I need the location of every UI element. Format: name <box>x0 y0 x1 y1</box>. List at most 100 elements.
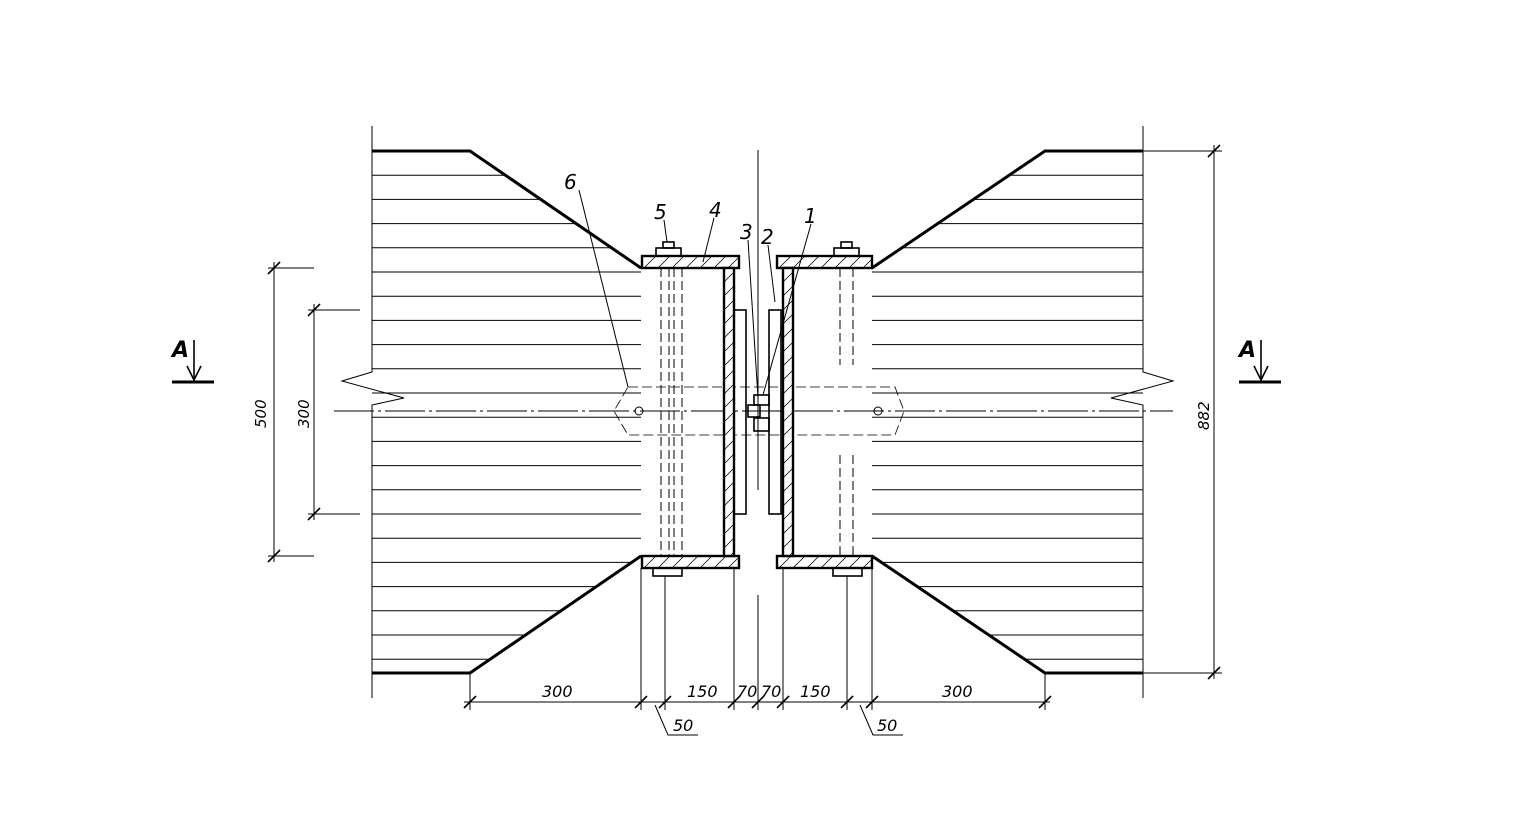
callout-5-label: 5 <box>654 200 667 224</box>
plate-hatch-line <box>723 509 735 521</box>
dim-label-right-offset: 50 <box>877 716 897 735</box>
plate-hole-left <box>634 406 644 416</box>
plate-hatch-line <box>862 558 873 569</box>
callout-5: 5 <box>654 200 668 243</box>
plate-hatch-line <box>782 523 794 535</box>
plate-hatch-line <box>671 555 685 569</box>
plate-hatching <box>643 255 873 569</box>
left-bearing-pad <box>733 309 747 515</box>
dimension-ticks <box>463 695 1052 709</box>
left-timber-layers <box>372 151 641 660</box>
hinge-pin-assembly <box>747 394 770 432</box>
plate-hatch-line <box>782 383 794 395</box>
extension-lines <box>469 568 1046 710</box>
plate-hatch-line <box>782 439 794 451</box>
plate-hatch-line <box>848 255 862 269</box>
right-top-flange-plate <box>775 254 874 270</box>
right-break-line <box>1110 126 1175 698</box>
plate-hatch-line <box>671 255 685 269</box>
plate-hatch-line <box>723 495 735 507</box>
plate-hatch-line <box>723 411 735 423</box>
plate-hatch-line <box>778 255 792 269</box>
section-label-right: A <box>1237 338 1256 363</box>
dim-label-left-gap: 70 <box>737 682 757 701</box>
left-top-taper-edge <box>372 149 642 270</box>
dimension-vertical-882: 882 <box>1143 144 1222 680</box>
dim-label-left-taper: 300 <box>542 682 573 701</box>
callout-1-label: 1 <box>804 204 817 228</box>
plate-hatch-line <box>792 555 806 569</box>
connection-plate-6 <box>613 386 905 436</box>
plate-hatch-line <box>723 369 735 381</box>
right-bottom-nut <box>832 567 863 577</box>
dim-label-right-flange: 150 <box>800 682 831 701</box>
plate-hatch-line <box>778 555 792 569</box>
plate-hatch-line <box>723 397 735 409</box>
section-marker-right: A <box>1237 338 1281 384</box>
plate-hatch-line <box>699 255 713 269</box>
callout-4: 4 <box>702 198 722 263</box>
plate-hatch-line <box>848 555 862 569</box>
dim-label-right-gap: 70 <box>761 682 781 701</box>
plate-hatch-line <box>685 255 699 269</box>
plate-hatch-line <box>820 555 834 569</box>
left-web-plate <box>722 266 736 558</box>
section-label-left: A <box>170 338 189 363</box>
plate-hatch-line <box>782 285 794 297</box>
plate-hatch-line <box>782 509 794 521</box>
plate-hatch-line <box>834 555 848 569</box>
plate-hatch-line <box>782 397 794 409</box>
callout-2: 2 <box>761 225 776 303</box>
dim-label-500: 500 <box>252 399 270 428</box>
dim-label-882: 882 <box>1195 401 1213 430</box>
plate-hatch-line <box>782 425 794 437</box>
plate-hatch-line <box>657 555 671 569</box>
right-top-taper-edge <box>871 149 1143 270</box>
dim-label-right-taper: 300 <box>942 682 973 701</box>
dimension-vertical-300: 300 <box>295 303 360 521</box>
plate-hatch-line <box>723 313 735 325</box>
left-break-line <box>340 126 405 698</box>
left-steel-shoe <box>640 241 747 577</box>
plate-hatch-line <box>713 255 727 269</box>
plate-hatch-line <box>727 556 740 569</box>
plate-hatch-line <box>723 481 735 493</box>
plate-hatch-line <box>792 255 806 269</box>
callout-6-label: 6 <box>564 170 577 194</box>
plate-hatch-line <box>782 453 794 465</box>
plate-hatch-line <box>782 327 794 339</box>
callout-6: 6 <box>564 170 629 388</box>
right-bottom-flange-plate <box>775 554 874 570</box>
left-top-flange-plate <box>640 254 741 270</box>
plate-hatch-line <box>782 537 794 549</box>
plate-hatch-line <box>723 439 735 451</box>
plate-hatch-line <box>806 555 820 569</box>
plate-hatch-line <box>782 481 794 493</box>
plate-hatch-line <box>782 355 794 367</box>
plate-hatch-line <box>723 453 735 465</box>
plate-hatch-line <box>685 555 699 569</box>
dim-label-left-flange: 150 <box>687 682 718 701</box>
plate-hatch-line <box>657 255 671 269</box>
plate-hatch-line <box>643 555 657 569</box>
dimension-vertical-500: 500 <box>252 261 314 563</box>
plate-hatch-line <box>788 551 794 557</box>
plate-hatch-line <box>723 299 735 311</box>
plate-hatch-line <box>727 256 740 269</box>
plate-hatch-line <box>723 467 735 479</box>
plate-hatch-line <box>782 467 794 479</box>
dim-label-left-offset: 50 <box>673 716 693 735</box>
right-bearing-pad <box>768 309 782 515</box>
plate-hatch-line <box>729 551 735 557</box>
plate-hatch-line <box>723 341 735 353</box>
left-bottom-taper-edge <box>372 554 642 675</box>
callout-3: 3 <box>740 220 759 399</box>
plate-hatch-line <box>782 341 794 353</box>
plate-hatch-line <box>820 255 834 269</box>
callout-2-label: 2 <box>761 225 774 249</box>
callout-3-label: 3 <box>740 220 753 244</box>
plate-hatch-line <box>723 327 735 339</box>
plate-hatch-line <box>723 383 735 395</box>
right-steel-shoe <box>768 241 874 577</box>
